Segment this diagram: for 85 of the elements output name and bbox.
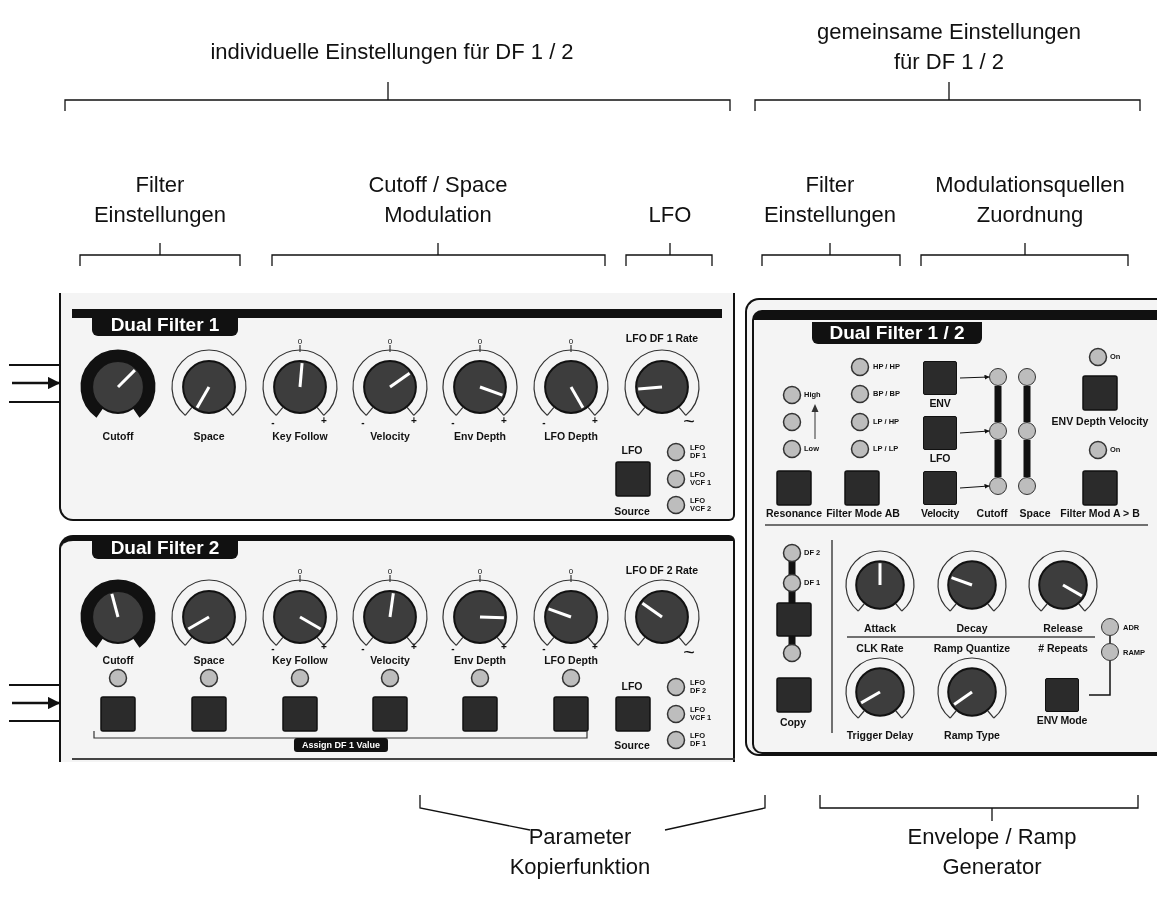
annotation-heading: LFO <box>647 201 693 229</box>
control-label: Trigger Delay <box>846 729 914 741</box>
connector-bar <box>994 440 1002 477</box>
scale-mark: 0 <box>477 566 483 576</box>
control-label: LFO Depth <box>544 430 598 442</box>
connector-bar <box>1023 440 1031 477</box>
panel-title: Dual Filter 1 / 2 <box>812 322 982 344</box>
scale-sign: + <box>501 640 507 652</box>
control-label: Velocity <box>370 430 410 442</box>
arrow <box>12 696 61 710</box>
annotation-heading: Envelope / Ramp Generator <box>906 823 1078 881</box>
scale-sign: - <box>361 642 365 654</box>
scale-sign: - <box>361 416 365 428</box>
control-label: Release <box>1043 622 1083 634</box>
control-label: Source <box>614 505 650 517</box>
annotation-heading: Cutoff / Space Modulation <box>367 171 509 229</box>
control-label: Space <box>1019 507 1051 519</box>
control-label: Filter Mode AB <box>826 507 900 519</box>
scale-sign: + <box>321 414 327 426</box>
section-label: Assign DF 1 Value <box>294 738 388 752</box>
scale-mark: 0 <box>568 566 574 576</box>
annotation-heading: Filter Einstellungen <box>762 171 898 229</box>
control-label: Cutoff <box>102 654 134 666</box>
scale-sign: + <box>501 414 507 426</box>
button-label: Velocity <box>920 507 960 519</box>
annotation-heading: gemeinsame Einstellungen für DF 1 / 2 <box>815 18 1083 76</box>
scale-mark: 0 <box>297 566 303 576</box>
scale-sign: + <box>411 414 417 426</box>
annotation-heading: Parameter Kopierfunktion <box>508 823 652 881</box>
control-label: Velocity <box>370 654 410 666</box>
control-label: Key Follow <box>272 654 328 666</box>
control-label: Ramp Quantize <box>933 642 1011 654</box>
annotation-heading: individuelle Einstellungen für DF 1 / 2 <box>209 38 575 66</box>
control-label: LFO Depth <box>544 654 598 666</box>
scale-mark: 0 <box>387 336 393 346</box>
control-label: Filter Mod A > B <box>1060 507 1140 519</box>
scale-mark: 0 <box>297 336 303 346</box>
connector-line <box>1088 660 1111 696</box>
scale-sign: + <box>592 414 598 426</box>
control-label: Space <box>193 430 225 442</box>
scale-sign: + <box>321 640 327 652</box>
control-label: Env Depth <box>454 430 506 442</box>
control-label: Copy <box>779 716 807 728</box>
wave-symbol: ~ <box>683 409 695 433</box>
control-label: Attack <box>863 622 897 634</box>
control-label: Ramp Type <box>944 729 1000 741</box>
button-label: ENV <box>929 397 951 409</box>
arrow <box>959 428 990 434</box>
connector-bar <box>1023 386 1031 422</box>
control-label: Key Follow <box>272 430 328 442</box>
scale-sign: + <box>592 640 598 652</box>
control-label: CLK Rate <box>856 642 904 654</box>
scale-sign: - <box>542 642 546 654</box>
scale-sign: - <box>451 416 455 428</box>
connector-line <box>1109 635 1111 644</box>
control-label: Resonance <box>766 507 822 519</box>
control-label: # Repeats <box>1038 642 1088 654</box>
control-label: ENV Depth Velocity <box>1051 415 1149 427</box>
arrow <box>959 374 990 380</box>
control-label: Env Depth <box>454 654 506 666</box>
wave-symbol: ~ <box>683 640 695 664</box>
arrow <box>959 483 990 489</box>
button-label: ENV Mode <box>1036 714 1088 726</box>
control-label: Cutoff <box>102 430 134 442</box>
control-label: LFO <box>621 680 643 692</box>
annotation-heading: Filter Einstellungen <box>92 171 228 229</box>
scale-mark: 0 <box>568 336 574 346</box>
button-label: LFO <box>929 452 951 464</box>
scale-sign: - <box>451 642 455 654</box>
scale-sign: + <box>411 640 417 652</box>
arrow <box>12 376 61 390</box>
scale-sign: - <box>271 642 275 654</box>
control-label: Space <box>193 654 225 666</box>
scale-sign: - <box>271 416 275 428</box>
annotation-heading: Modulationsquellen Zuordnung <box>934 171 1126 229</box>
scale-sign: - <box>542 416 546 428</box>
control-label: Cutoff <box>976 507 1008 519</box>
control-label: LFO <box>621 444 643 456</box>
control-label: Decay <box>956 622 988 634</box>
control-label: LFO DF 1 Rate <box>625 332 699 344</box>
control-label: LFO DF 2 Rate <box>625 564 699 576</box>
scale-mark: 0 <box>477 336 483 346</box>
scale-mark: 0 <box>387 566 393 576</box>
connector-bar <box>994 386 1002 422</box>
control-label: Source <box>614 739 650 751</box>
